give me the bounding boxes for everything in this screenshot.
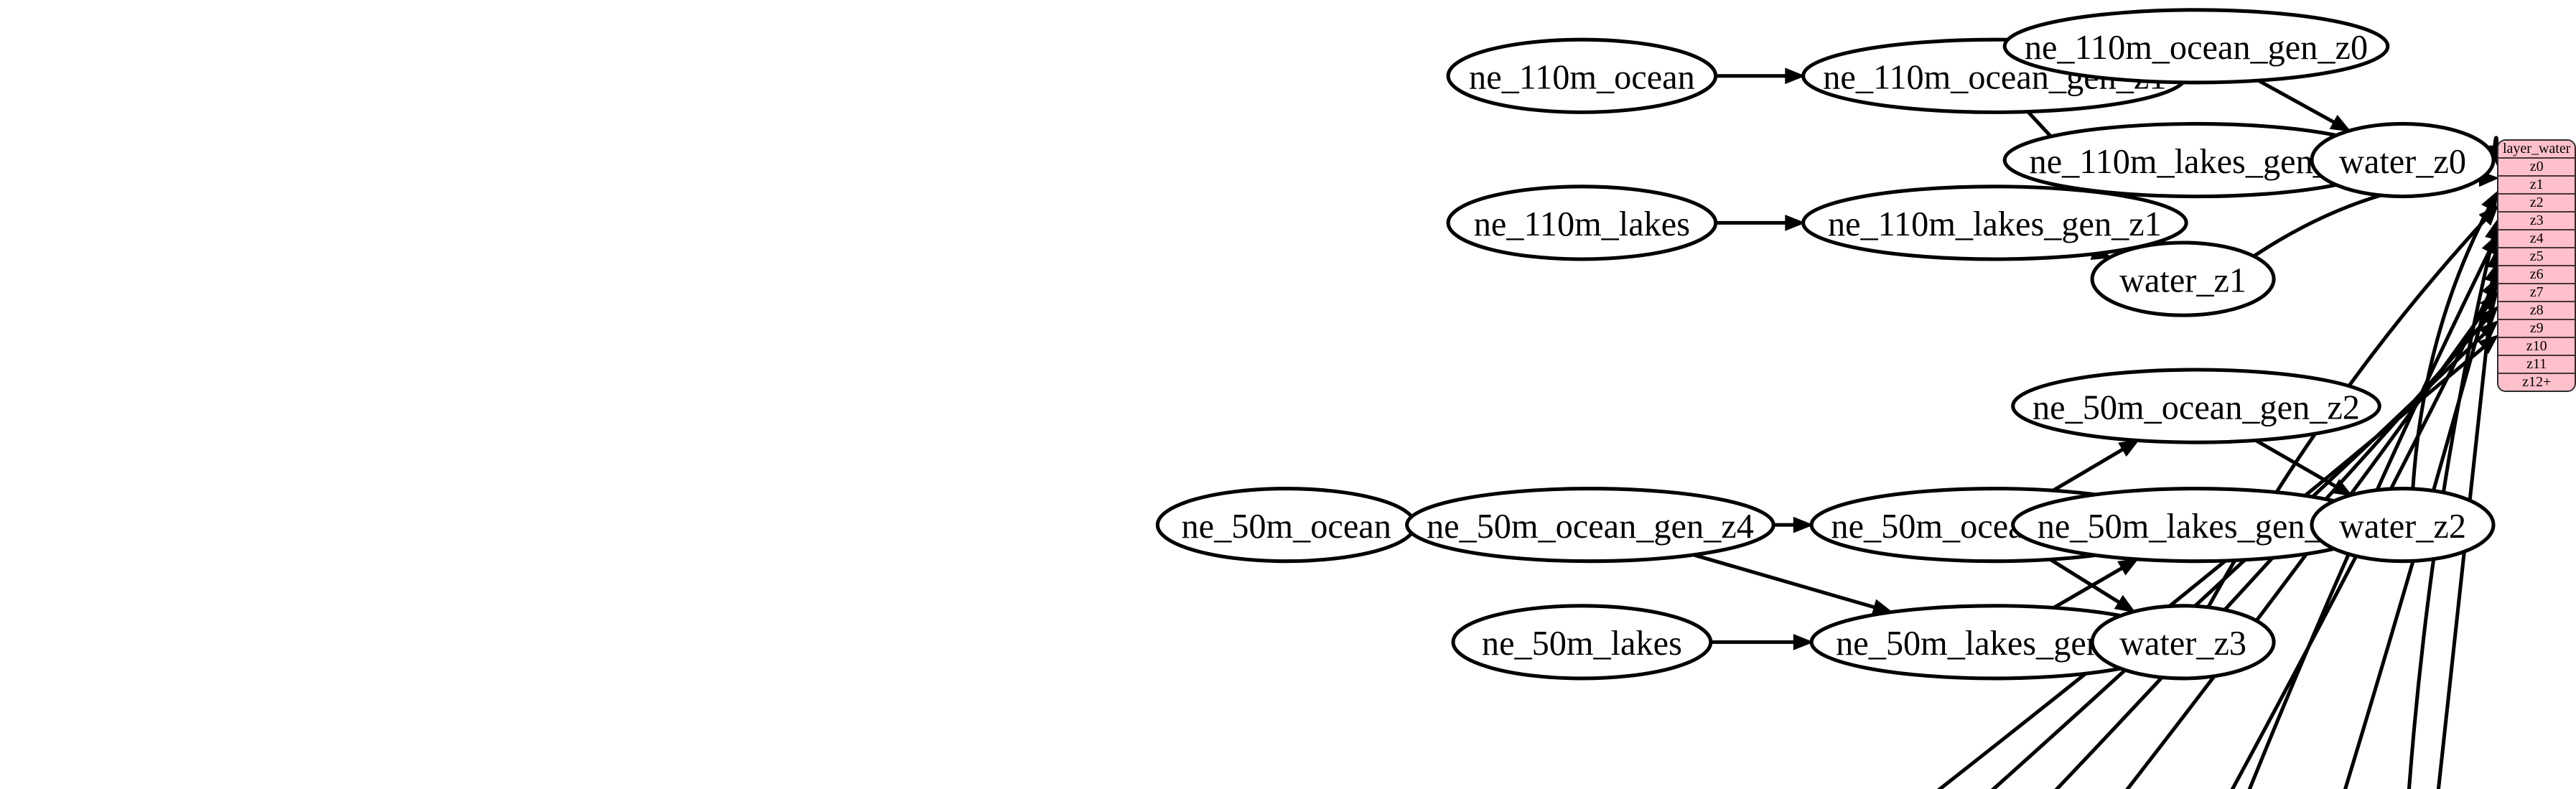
- node-label: ne_110m_lakes_gen_z0: [2030, 143, 2363, 181]
- graph-node-ne_50m_ocean_gen_z4[interactable]: ne_50m_ocean_gen_z4: [1405, 487, 1775, 564]
- node-ellipse: [2090, 241, 2276, 317]
- node-layer: imposm3osm_water_polygonosm_ocean_polygo…: [1155, 8, 2496, 681]
- edge-arrowhead: [2329, 114, 2351, 132]
- layer-table-row-z1: z1: [2498, 177, 2575, 195]
- graph-node-ne_50m_lakes[interactable]: ne_50m_lakes: [1451, 604, 1713, 681]
- graph-edge-ne_50m_ocean_gen_z4--to--ne_50m_ocean_gen_z3: [1773, 516, 1814, 533]
- graph-edge-ne_50m_ocean_gen_z3--to--water_z3: [2049, 558, 2136, 613]
- node-label: ne_50m_ocean_gen_z2: [2033, 388, 2360, 426]
- layer-table-row-z3: z3: [2498, 213, 2575, 230]
- node-label: ne_110m_ocean: [1469, 59, 1695, 97]
- graph-edge-ne_110m_ocean--to--ne_110m_ocean_gen_z1: [1715, 67, 1806, 85]
- node-ellipse: [2310, 487, 2496, 564]
- edge-arrowhead: [2118, 439, 2140, 457]
- edge-arrowhead: [1793, 516, 1814, 533]
- node-label: water_z1: [2119, 261, 2246, 299]
- graph-node-ne_110m_lakes_gen_z1[interactable]: ne_110m_lakes_gen_z1: [1801, 185, 2188, 261]
- edge-arrowhead: [2117, 558, 2139, 576]
- graph-edge-ne_50m_ocean_gen_z4--to--ne_50m_lakes_gen_z3: [1693, 553, 1894, 615]
- graph-edge-ne_110m_lakes--to--ne_110m_lakes_gen_z1: [1715, 215, 1806, 231]
- graph-edge-water_z8--to--layer_water-z8: [2230, 276, 2498, 789]
- graph-edge-water_z9--to--layer_water-z9: [2125, 291, 2498, 789]
- graph-node-ne_110m_lakes_gen_z0[interactable]: ne_110m_lakes_gen_z0: [2002, 121, 2390, 199]
- edge-arrowhead: [2481, 233, 2498, 256]
- layer-table-row-z6: z6: [2498, 266, 2575, 284]
- node-ellipse: [2090, 604, 2276, 681]
- layer-table-row-z7: z7: [2498, 284, 2575, 302]
- layer-table-row-z11: z11: [2498, 356, 2575, 374]
- layer-table-header: layer_water: [2498, 141, 2575, 159]
- graph-edge-water_z5--to--layer_water-z5: [2247, 233, 2498, 789]
- node-label: ne_50m_lakes_gen_z2: [2038, 508, 2356, 546]
- node-label: ne_50m_ocean: [1182, 508, 1391, 546]
- edge-arrowhead: [2478, 319, 2499, 340]
- node-ellipse: [1446, 37, 1718, 114]
- edge-arrowhead: [2481, 276, 2498, 299]
- graph-node-ne_110m_ocean_gen_z0[interactable]: ne_110m_ocean_gen_z0: [2002, 8, 2390, 85]
- node-ellipse: [1801, 185, 2188, 261]
- node-label: ne_50m_lakes: [1482, 625, 1682, 663]
- graph-node-ne_50m_ocean_gen_z2[interactable]: ne_50m_ocean_gen_z2: [2011, 368, 2381, 444]
- graph-node-ne_110m_ocean[interactable]: ne_110m_ocean: [1446, 37, 1718, 114]
- node-label: ne_110m_lakes_gen_z1: [1828, 205, 2162, 243]
- edge-arrowhead: [2114, 594, 2136, 613]
- layer-table-row-z0: z0: [2498, 159, 2575, 177]
- edge-arrowhead: [2480, 291, 2498, 313]
- graph-node-ne_50m_lakes_gen_z2[interactable]: ne_50m_lakes_gen_z2: [2011, 487, 2381, 564]
- layer-table-row-z9: z9: [2498, 320, 2575, 338]
- edge-arrowhead: [2478, 305, 2499, 327]
- node-label: water_z2: [2339, 508, 2466, 546]
- layer-table-row-z5: z5: [2498, 248, 2575, 266]
- layer-table-row-z10: z10: [2498, 338, 2575, 356]
- edge-arrowhead: [1785, 67, 1806, 85]
- edge-arrowhead: [1793, 634, 1814, 650]
- layer-table-row-z4: z4: [2498, 230, 2575, 248]
- node-ellipse: [1451, 604, 1713, 681]
- node-label: ne_50m_ocean_gen_z4: [1427, 508, 1754, 546]
- node-ellipse: [1405, 487, 1775, 564]
- layer-table-row-z8: z8: [2498, 302, 2575, 320]
- node-ellipse: [2310, 121, 2496, 199]
- graph-edge-ne_50m_lakes_gen_z3--to--ne_50m_lakes_gen_z2: [2053, 558, 2139, 610]
- layer-table-row-z2: z2: [2498, 195, 2575, 213]
- graph-edge-water_z2--to--layer_water-z2: [2411, 190, 2498, 490]
- graph-node-ne_50m_ocean[interactable]: ne_50m_ocean: [1155, 487, 1417, 564]
- edge-arrowhead: [2481, 190, 2498, 213]
- graph-node-water_z2[interactable]: water_z2: [2310, 487, 2496, 564]
- graph-node-water_z1[interactable]: water_z1: [2090, 241, 2276, 317]
- node-label: water_z0: [2339, 143, 2466, 181]
- node-label: ne_110m_ocean_gen_z0: [2025, 29, 2368, 67]
- graph-node-water_z3[interactable]: water_z3: [2090, 604, 2276, 681]
- graph-edge-water_z12--to--layer_water-z12+: [1936, 335, 2499, 789]
- graph-node-ne_110m_lakes[interactable]: ne_110m_lakes: [1446, 185, 1718, 261]
- graph-edge-ne_50m_lakes--to--ne_50m_lakes_gen_z3: [1710, 634, 1814, 650]
- layer-table-row-z12plus: z12+: [2498, 374, 2575, 391]
- node-ellipse: [2002, 8, 2390, 85]
- graph-edge-ne_50m_ocean_gen_z3--to--ne_50m_ocean_gen_z2: [2052, 439, 2140, 492]
- edge-arrowhead: [2478, 205, 2499, 226]
- node-ellipse: [1446, 185, 1718, 261]
- node-ellipse: [2011, 368, 2381, 444]
- node-label: ne_110m_lakes: [1474, 205, 1690, 243]
- graph-node-water_z0[interactable]: water_z0: [2310, 121, 2496, 199]
- edge-arrowhead: [2478, 335, 2499, 354]
- graph-edge-ne_110m_ocean_gen_z0--to--water_z0: [2257, 79, 2351, 132]
- node-label: water_z3: [2119, 625, 2246, 663]
- edge-arrowhead: [1785, 215, 1806, 231]
